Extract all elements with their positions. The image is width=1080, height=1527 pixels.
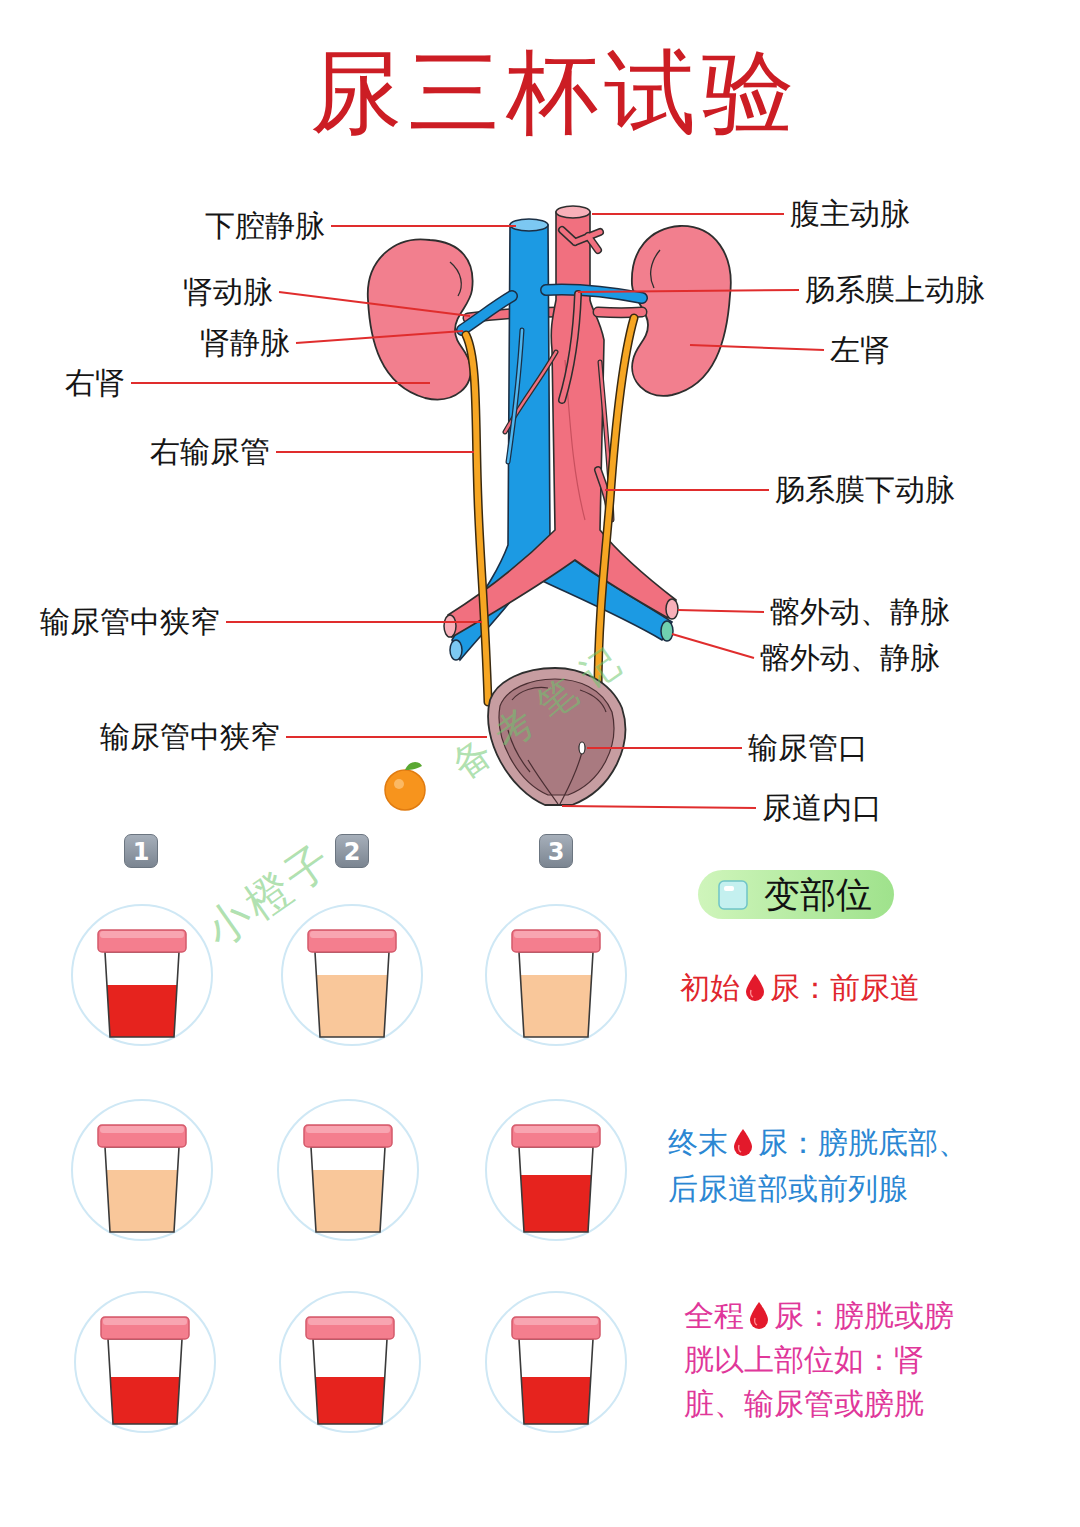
part-label: 尿道内口 [762, 790, 882, 826]
vessel-end [556, 206, 590, 218]
blood-drop-icon [734, 1129, 752, 1156]
page-title: 尿三杯试验 [310, 38, 800, 148]
vessel-end [450, 640, 462, 660]
urine-cup [280, 1292, 420, 1432]
note-text: 尿：前尿道 [770, 970, 920, 1005]
part-label: 输尿管口 [748, 730, 868, 766]
note-text: 终末 [668, 1125, 728, 1160]
renal-vein [462, 289, 642, 330]
part-label: 左肾 [830, 332, 890, 368]
part-label: 肠系膜下动脉 [775, 472, 955, 508]
callout-number: 1 [124, 834, 158, 868]
part-label: 髂外动、静脉 [760, 640, 940, 676]
leader-line [592, 213, 784, 215]
blood-drop-icon [739, 1145, 741, 1152]
artery-branch [562, 230, 600, 250]
artery-branch [562, 230, 600, 250]
part-label: 右输尿管 [150, 434, 270, 470]
ice-cube-icon [716, 878, 750, 912]
note-block: 初始尿：前尿道 [680, 966, 1010, 1010]
urine-cup [486, 1100, 626, 1240]
part-label: 腹主动脉 [790, 196, 910, 232]
vessel-end [444, 615, 456, 637]
thin-vessel [505, 352, 612, 520]
urine-cup [486, 1292, 626, 1432]
urine-cup [72, 1100, 212, 1240]
leader-line [279, 292, 470, 316]
part-label: 肠系膜上动脉 [805, 272, 985, 308]
mesenteric-artery [562, 294, 578, 400]
part-label: 输尿管中狭窄 [40, 604, 220, 640]
leader-line [672, 634, 754, 658]
blood-drop-icon [742, 972, 768, 1002]
part-label: 肾静脉 [200, 325, 290, 361]
leader-line [296, 331, 463, 343]
thin-vessel [508, 330, 522, 462]
leader-line [331, 225, 516, 227]
leader-line [587, 747, 742, 749]
blood-drop-icon [746, 1300, 772, 1330]
section-tag-text: 变部位 [764, 873, 872, 916]
urine-cup [282, 905, 422, 1045]
blood-drop-icon [746, 974, 764, 1001]
urine-cup [72, 905, 212, 1045]
section-tag: 变部位 [698, 870, 894, 919]
note-text: 全程 [684, 1298, 744, 1333]
thin-vessel [508, 330, 522, 462]
blood-drop-icon [755, 1318, 757, 1325]
note-block: 终末尿：膀胱底部、 后尿道部或前列腺 [668, 1120, 1003, 1212]
urine-cup [75, 1292, 215, 1432]
leader-line [226, 621, 482, 623]
kidney-detail [450, 262, 461, 296]
ureteric-orifice [579, 742, 585, 754]
mesenteric-artery [562, 294, 578, 400]
vessel-end [666, 599, 678, 619]
leader-line [690, 345, 824, 350]
part-label: 右肾 [65, 365, 125, 401]
leader-line [131, 382, 430, 384]
renal-vein [462, 289, 642, 330]
part-label: 肾动脉 [183, 274, 273, 310]
leader-line [678, 610, 764, 612]
kidney [368, 239, 473, 399]
ice-cube-icon [724, 886, 734, 891]
callout-number: 2 [335, 834, 369, 868]
leader-line [605, 489, 769, 491]
blood-drop-icon [750, 1302, 768, 1329]
urine-cup [486, 905, 626, 1045]
leader-line [578, 290, 799, 292]
callout-number: 3 [539, 834, 573, 868]
leader-line [276, 451, 474, 453]
note-text: 初始 [680, 970, 740, 1005]
urine-cup [278, 1100, 418, 1240]
kidney-detail [651, 250, 660, 288]
leader-line [562, 806, 756, 808]
blood-drop-icon [730, 1127, 756, 1157]
blood-drop-icon [751, 990, 753, 997]
note-block: 全程尿：膀胱或膀 胱以上部位如：肾 脏、输尿管或膀胱 [684, 1294, 999, 1426]
leader-line [286, 736, 487, 738]
part-label: 髂外动、静脉 [770, 594, 950, 630]
ice-cube-icon [719, 881, 747, 909]
orange-icon [385, 762, 425, 810]
part-label: 输尿管中狭窄 [100, 719, 280, 755]
thin-vessel [505, 352, 612, 520]
vessel-end [661, 621, 673, 641]
part-label: 下腔静脉 [205, 208, 325, 244]
